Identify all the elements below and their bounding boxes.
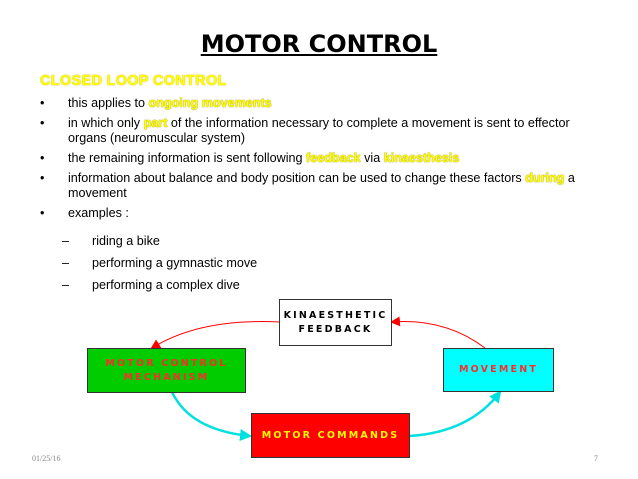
dash-icon: – [62, 234, 70, 248]
bullet-item: • this applies to ongoing movements [40, 96, 272, 110]
dash-icon: – [62, 278, 70, 292]
dash-icon: – [62, 256, 70, 270]
bullet-item: • in which only part of the information … [40, 116, 570, 145]
bullet-icon: • [40, 171, 45, 185]
page-number: 7 [594, 454, 598, 463]
motor-commands-box: MOTOR COMMANDS [251, 413, 410, 458]
highlight-text: feedback [306, 151, 361, 165]
bullet-icon: • [40, 206, 45, 220]
highlight-text: ongoing movements [148, 96, 272, 110]
bullet-item: • examples : [40, 206, 129, 220]
movement-to-feedback-arrow [390, 316, 486, 349]
bullet-icon: • [40, 151, 45, 165]
mechanism-to-commands-arrow [170, 391, 252, 441]
slide-subtitle: CLOSED LOOP CONTROL [40, 73, 227, 89]
slide-title: MOTOR CONTROL [200, 30, 438, 58]
feedback-to-mechanism-arrow [150, 321, 281, 350]
kinaesthetic-feedback-box: KINAESTHETIC FEEDBACK [279, 299, 392, 346]
bullet-list: • this applies to ongoing movements • in… [40, 96, 600, 226]
example-item: –performing a gymnastic move [62, 256, 258, 270]
bullet-icon: • [40, 96, 45, 110]
example-item: –riding a bike [62, 234, 160, 248]
footer-date: 01/25/16 [32, 454, 61, 463]
bullet-item: • information about balance and body pos… [40, 171, 575, 200]
commands-to-movement-arrow [409, 390, 502, 438]
highlight-text: kinaesthesis [383, 151, 460, 165]
highlight-text: during [525, 171, 565, 185]
bullet-icon: • [40, 116, 45, 130]
example-item: –performing a complex dive [62, 278, 240, 292]
bullet-item: • the remaining information is sent foll… [40, 151, 460, 165]
motor-control-mechanism-box: MOTOR CONTROL MECHANISM [87, 348, 246, 393]
movement-box: MOVEMENT [443, 348, 554, 392]
highlight-text: part [143, 116, 168, 130]
